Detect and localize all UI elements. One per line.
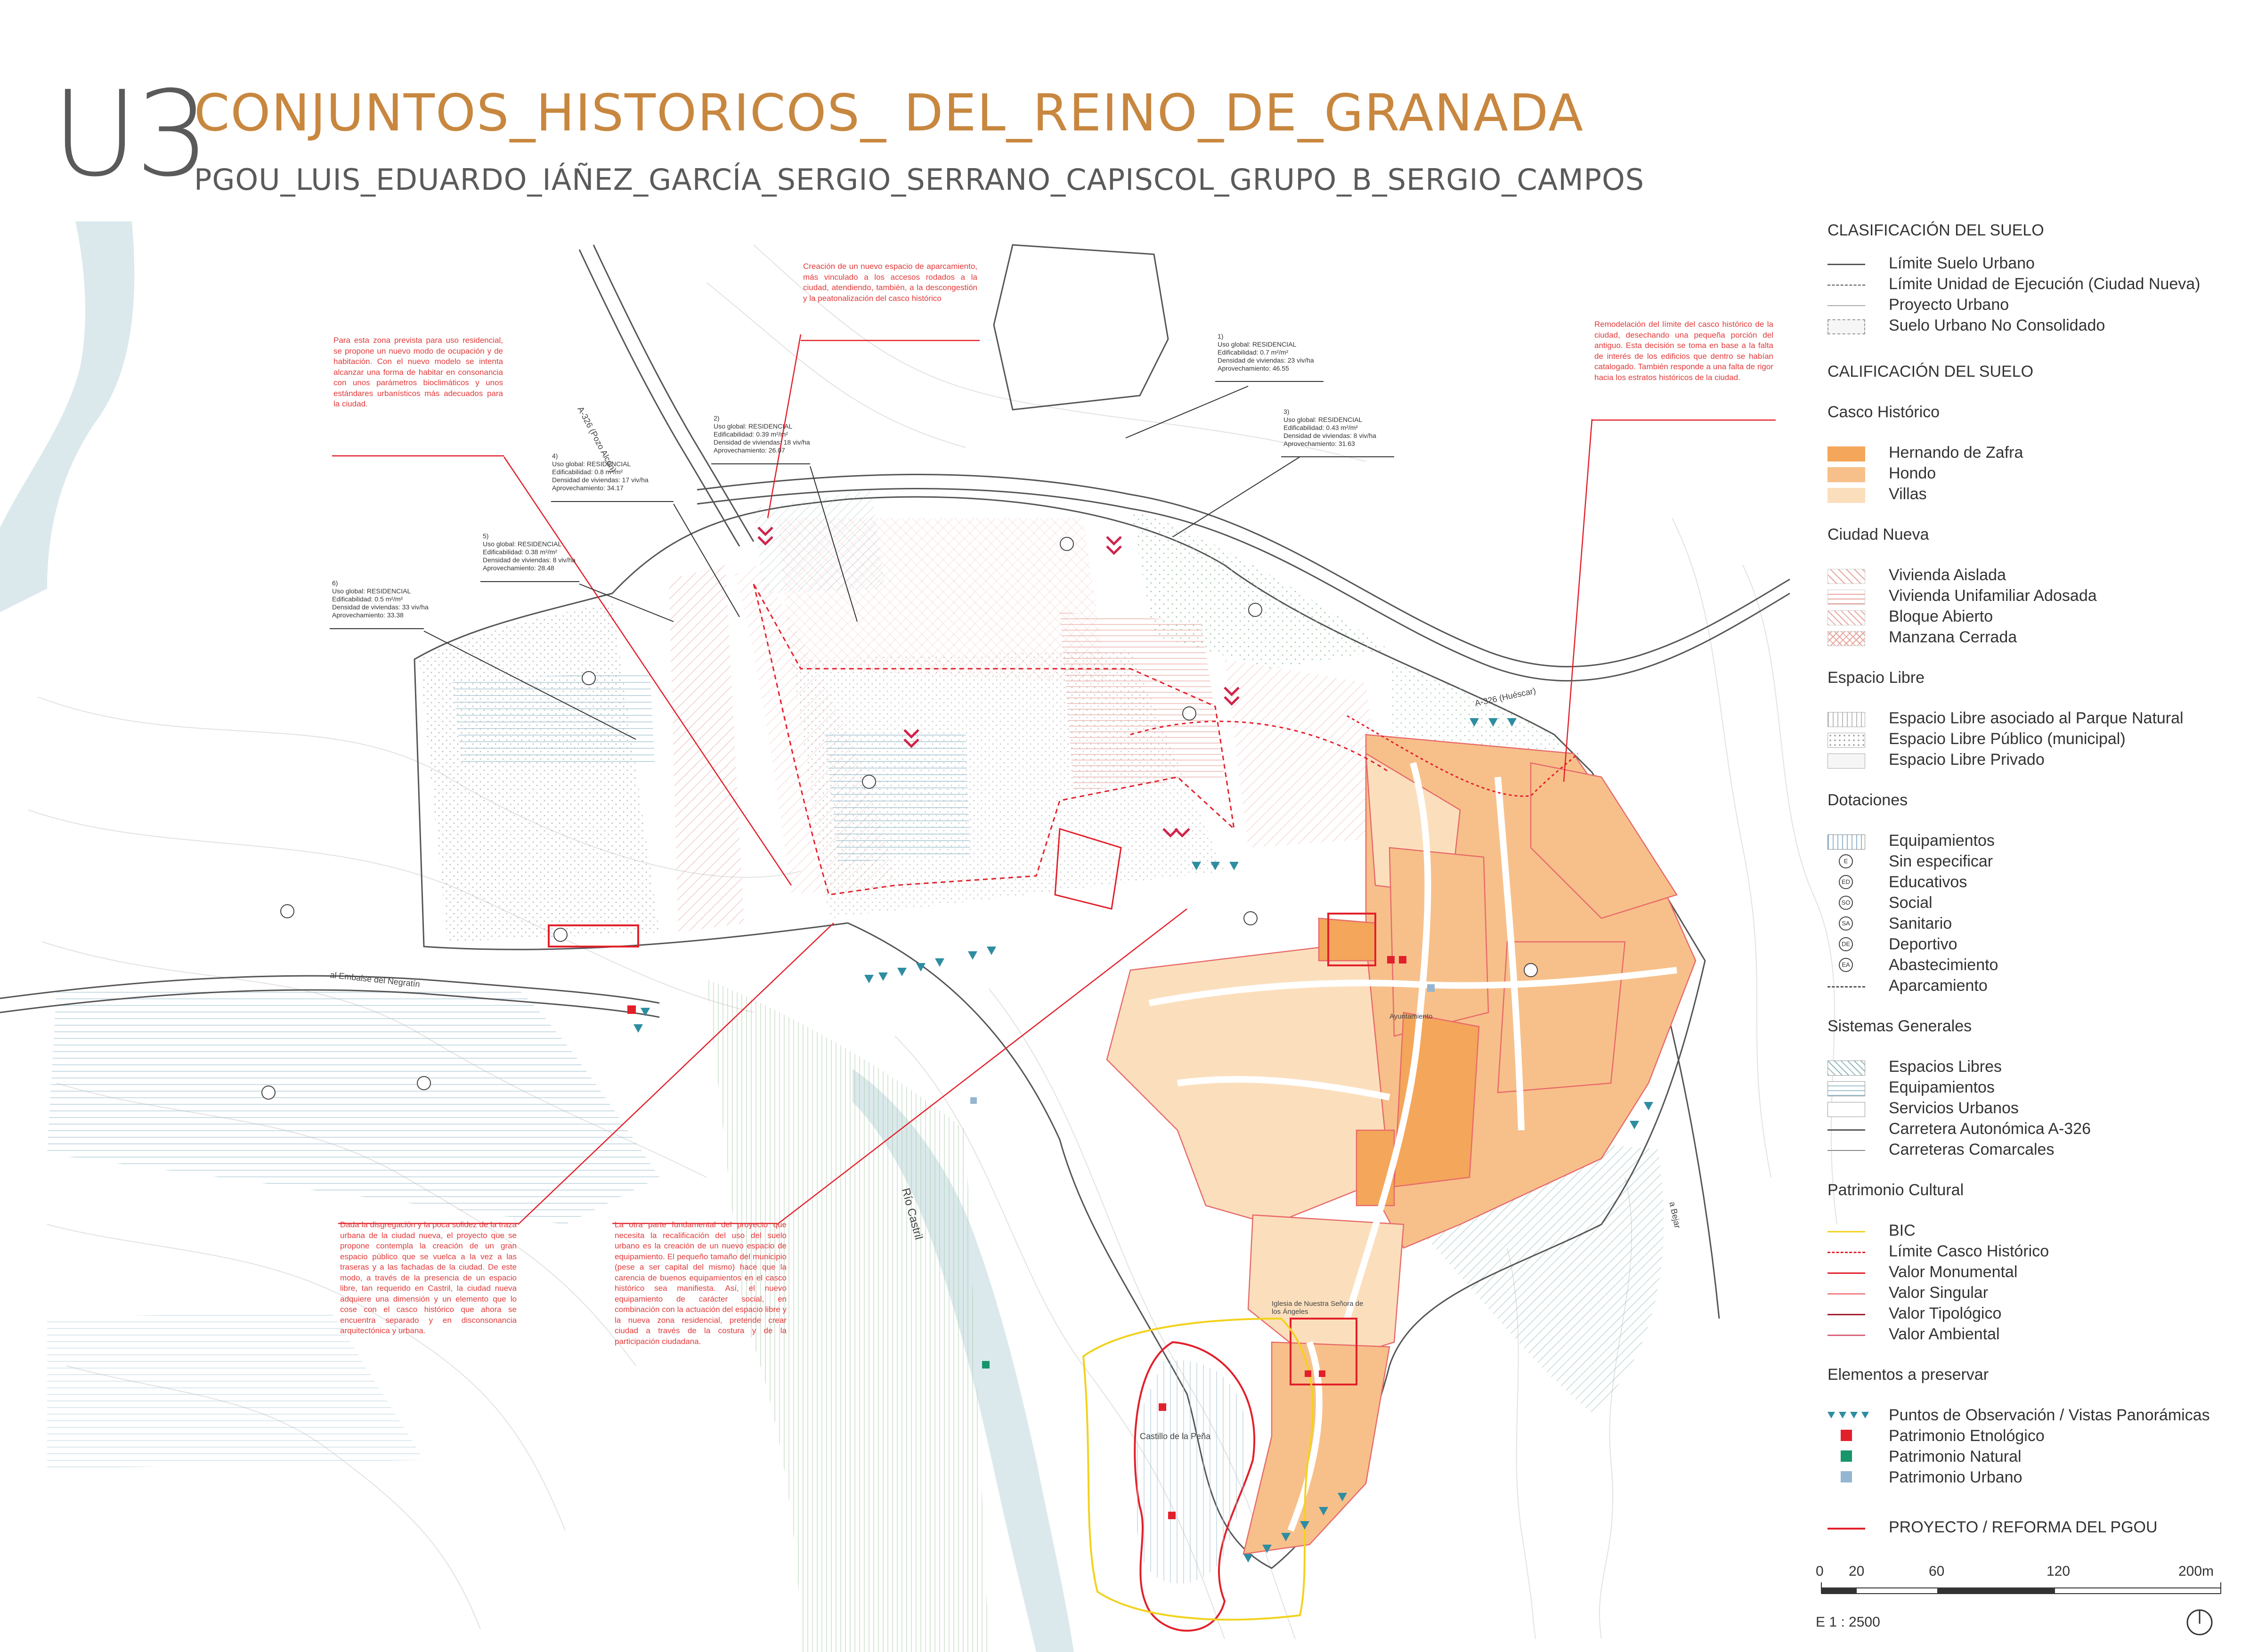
label-church: Iglesia de Nuestra Señora de los Ángeles (1272, 1300, 1364, 1316)
sg-espacios-libres-south (707, 980, 989, 1652)
historic-centre (1106, 734, 1697, 1555)
bic-outline (1082, 1317, 1314, 1621)
legend-heading-clasificacion: CLASIFICACIÓN DEL SUELO (1827, 221, 2044, 239)
west-blue-fields (47, 989, 659, 1224)
new-town-west-blue (452, 673, 655, 763)
scale-tick-120: 120 (2047, 1563, 2071, 1579)
legend-heading-ciudad-nueva: Ciudad Nueva (1827, 526, 1929, 543)
river-upper (0, 221, 135, 612)
scale-tick-60: 60 (1929, 1563, 1945, 1579)
scale-ratio: E 1 : 2500 (1816, 1614, 1880, 1630)
parque-dotted-north (1130, 509, 1389, 669)
legend-heading-elementos: Elementos a preservar (1827, 1366, 1989, 1384)
equipment-new (824, 730, 970, 862)
note-equipment: La otra parte fundamental del proyecto q… (615, 1220, 787, 1346)
note-parking: Creación de un nuevo espacio de aparcami… (803, 262, 977, 303)
note-historic-limit: Remodelación del límite del casco histór… (1594, 320, 1773, 382)
scale-graphic (1821, 1582, 2221, 1636)
sheet-title: CONJUNTOS_HISTORICOS_ DEL_REINO_DE_GRANA… (194, 84, 1584, 143)
roads (0, 244, 1790, 1319)
legend-heading-dotaciones: Dotaciones (1827, 791, 1908, 809)
legend-heading-patrimonio: Patrimonio Cultural (1827, 1181, 1964, 1199)
observation-triangles-icon (1827, 1412, 1869, 1418)
castle-hill (1135, 1360, 1247, 1584)
scale-tick-0: 0 (1816, 1563, 1824, 1579)
heritage-markers (627, 956, 1435, 1519)
legend-heading-calificacion: CALIFICACIÓN DEL SUELO (1827, 363, 2034, 381)
project-red-lines (548, 583, 1390, 1632)
parking-chevrons (757, 526, 1240, 838)
north-green (754, 490, 885, 593)
north-blocks-h (1060, 612, 1225, 791)
note-residential: Para esta zona prevista para uso residen… (333, 336, 503, 408)
legend-heading-sistemas: Sistemas Generales (1827, 1017, 1972, 1035)
label-town-hall: Ayuntamiento (1389, 1012, 1433, 1020)
scale-bar: 0 20 60 120 200m E 1 : 2500 (1816, 1563, 2240, 1639)
observation-points (634, 718, 1653, 1563)
scale-tick-20: 20 (1849, 1563, 1865, 1579)
new-town-west-diag (669, 565, 744, 932)
legend-heading-espacio-libre: Espacio Libre (1827, 669, 1925, 687)
sheet-subtitle: PGOU_LUIS_EDUARDO_IÁÑEZ_GARCÍA_SERGIO_SE… (194, 162, 1645, 197)
legend-heading-casco: Casco Histórico (1827, 403, 1940, 421)
historic-limit-line (1347, 715, 1579, 797)
new-town-dotted-west (419, 603, 659, 942)
note-frames (332, 340, 1776, 1224)
note-leaders (503, 334, 1593, 1225)
inset-underlines (330, 381, 1394, 629)
equipment-symbols (261, 537, 1538, 1100)
sheet-code: U3 (52, 65, 210, 202)
east-new-diag (1225, 659, 1385, 848)
historic-streets (1148, 762, 1677, 1532)
note-public-space: Dada la disgregación y la poca solidez d… (340, 1220, 517, 1335)
inset-leaders (423, 386, 1300, 740)
scale-tick-200: 200m (2178, 1563, 2214, 1579)
west-blue-fields-2 (47, 1309, 424, 1469)
river-castril (853, 1069, 1074, 1652)
label-castle: Castillo de la Peña (1140, 1432, 1211, 1441)
